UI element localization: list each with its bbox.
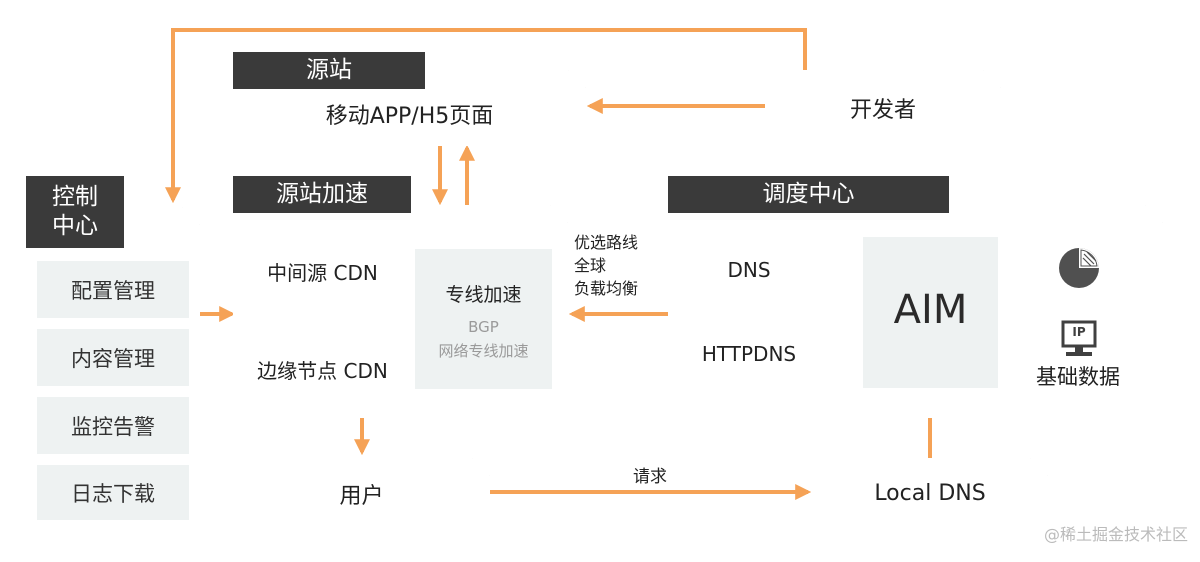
dedicated-line-desc: 网络专线加速 xyxy=(438,341,529,360)
httpdns-label: HTTPDNS xyxy=(701,342,797,366)
origin-title: 源站 xyxy=(233,52,425,89)
mid-cdn-label: 中间源 CDN xyxy=(267,260,378,285)
edge-cdn-label: 边缘节点 CDN xyxy=(257,358,388,383)
scheduling-center-title: 调度中心 xyxy=(668,176,949,213)
control-center-title: 控制 中心 xyxy=(26,176,124,248)
developer-card xyxy=(765,70,1001,146)
origin-accel-title: 源站加速 xyxy=(233,176,411,213)
menu-item-monitoring[interactable]: 监控告警 xyxy=(37,397,189,454)
local-dns-card xyxy=(812,458,1048,529)
menu-item-content[interactable]: 内容管理 xyxy=(37,329,189,386)
arrow-developer-to-control-center xyxy=(165,28,807,204)
origin-content: 移动APP/H5页面 xyxy=(325,104,494,129)
routing-note-line2: 全球 xyxy=(574,256,607,275)
user-label: 用户 xyxy=(339,483,384,509)
routing-note-line3: 负载均衡 xyxy=(574,279,639,298)
basic-data-label: 基础数据 xyxy=(1036,365,1120,389)
user-card xyxy=(233,458,490,529)
aim-label: AIM xyxy=(893,287,968,333)
routing-note-line1: 优选路线 xyxy=(574,233,639,252)
ip-label: IP xyxy=(1072,325,1086,339)
pie-chart-icon xyxy=(1056,245,1102,291)
dedicated-line-panel xyxy=(415,249,552,389)
ip-monitor-icon xyxy=(1058,320,1100,358)
dns-label: DNS xyxy=(727,258,771,282)
dedicated-line-title: 专线加速 xyxy=(445,283,522,306)
dedicated-line-bgp: BGP xyxy=(468,318,499,336)
request-label: 请求 xyxy=(633,466,667,487)
menu-item-log-download[interactable]: 日志下载 xyxy=(37,465,189,520)
menu-item-config[interactable]: 配置管理 xyxy=(37,261,189,318)
aim-panel xyxy=(863,237,998,388)
developer-label: 开发者 xyxy=(849,98,916,123)
watermark: @稀土掘金技术社区 xyxy=(1043,525,1188,544)
local-dns-label: Local DNS xyxy=(874,481,986,506)
